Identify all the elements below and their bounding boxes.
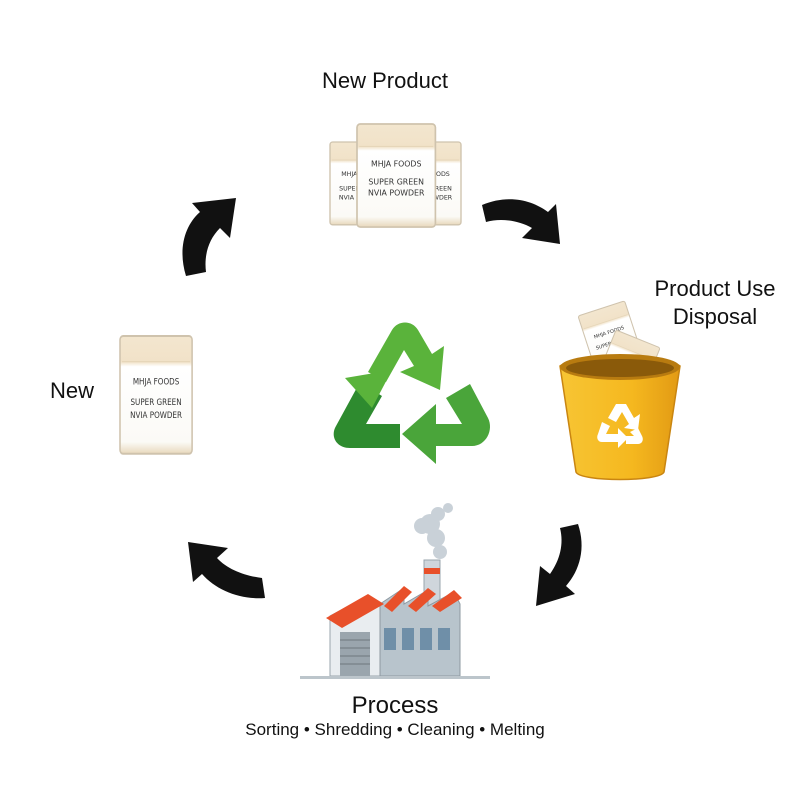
svg-text:MHJA FOODS: MHJA FOODS <box>133 376 179 387</box>
recycle-icon <box>333 322 491 464</box>
stage-label-process: Process <box>351 692 439 719</box>
svg-text:SUPER GREEN: SUPER GREEN <box>130 396 181 407</box>
svg-text:NVIA POWDER: NVIA POWDER <box>130 409 182 420</box>
stage-label-new: New <box>50 378 95 403</box>
pouch-icon: MHJA FOODS SUPER GREEN NVIA POWDER <box>119 335 194 455</box>
cycle-arrow-icon <box>536 524 582 606</box>
pouch-icon: MHJA FOODS SUPER GREEN NVIA POWDER <box>356 123 437 228</box>
svg-text:MHJA FOODS: MHJA FOODS <box>371 160 422 169</box>
svg-text:SUPER GREEN: SUPER GREEN <box>368 177 424 186</box>
stage-label-new-product: New Product <box>322 68 448 93</box>
cycle-arrow-icon <box>188 542 265 599</box>
cycle-arrows <box>182 198 582 606</box>
svg-text:NVIA POWDER: NVIA POWDER <box>368 189 425 198</box>
process-steps-text: Sorting • Shredding • Cleaning • Melting <box>245 720 545 739</box>
factory-icon <box>300 503 490 679</box>
stage-label-product-use: Product Use Disposal <box>630 275 800 331</box>
cycle-arrow-icon <box>182 198 236 276</box>
cycle-arrow-icon <box>482 199 560 244</box>
new-product-pouches: MHJA FOODS SUPER GREEN NVIA POWDER MHJA … <box>329 123 462 228</box>
stage-label-disposal-line: Disposal <box>672 304 758 329</box>
recycle-bin-icon: MHJA FOODS SUPER GREEN SUPER GREEN NVIA … <box>559 300 681 481</box>
stage-label-product-use-line: Product Use <box>654 276 776 301</box>
